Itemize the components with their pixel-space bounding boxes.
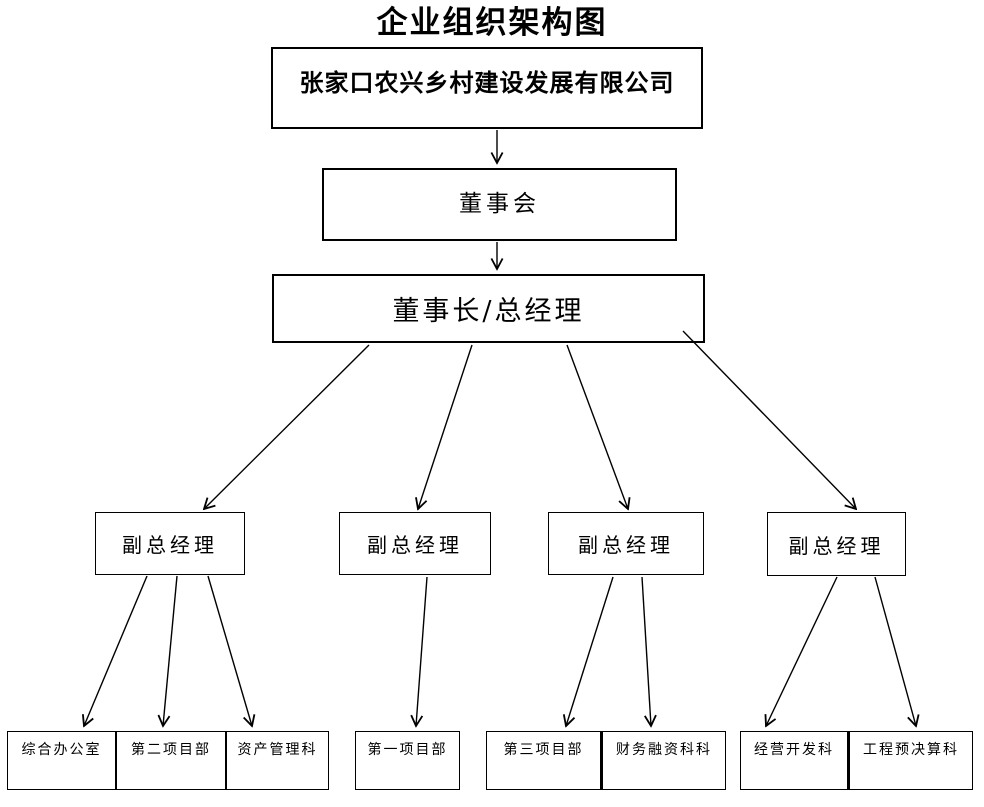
arrow-chairman-deputy-3 <box>566 344 628 509</box>
org-node-company: 张家口农兴乡村建设发展有限公司 <box>271 47 703 129</box>
org-node-dept-1-1: 综合办公室 <box>7 731 116 790</box>
org-node-dept-1-2: 第二项目部 <box>116 731 226 790</box>
page-title: 企业组织架构图 <box>376 5 608 41</box>
arrow-chairman-deputy-1 <box>204 344 370 509</box>
org-node-deputy-4: 副总经理 <box>767 512 906 576</box>
dept-group-2: 第一项目部 <box>355 731 460 790</box>
org-node-deputy-3: 副总经理 <box>548 512 704 575</box>
dept-group-3: 第三项目部 财务融资科科 <box>486 731 726 790</box>
arrow-deputy4-dept-1 <box>766 576 838 726</box>
arrow-deputy3-dept-2 <box>641 576 651 726</box>
org-node-dept-3-2: 财务融资科科 <box>601 731 726 790</box>
arrow-deputy1-dept-1 <box>84 575 148 726</box>
org-node-dept-3-1: 第三项目部 <box>486 731 601 790</box>
org-node-dept-2-1: 第一项目部 <box>355 731 460 790</box>
arrow-deputy3-dept-1 <box>566 576 614 726</box>
org-node-dept-4-2: 工程预决算科 <box>848 731 973 790</box>
org-node-deputy-1: 副总经理 <box>95 512 245 575</box>
arrow-deputy2-dept-1 <box>416 576 428 726</box>
org-node-dept-1-3: 资产管理科 <box>226 731 329 790</box>
org-node-dept-4-1: 经营开发科 <box>740 731 848 790</box>
org-node-chairman: 董事长/总经理 <box>272 274 705 343</box>
arrow-deputy4-dept-2 <box>874 576 916 726</box>
org-node-deputy-2: 副总经理 <box>339 512 491 575</box>
arrow-chairman-deputy-4 <box>682 330 856 509</box>
org-node-board: 董事会 <box>322 168 677 241</box>
arrow-deputy1-dept-3 <box>207 575 252 726</box>
dept-group-4: 经营开发科 工程预决算科 <box>740 731 973 790</box>
arrow-chairman-deputy-2 <box>418 344 473 509</box>
arrow-deputy1-dept-2 <box>163 575 178 726</box>
dept-group-1: 综合办公室 第二项目部 资产管理科 <box>7 731 329 790</box>
